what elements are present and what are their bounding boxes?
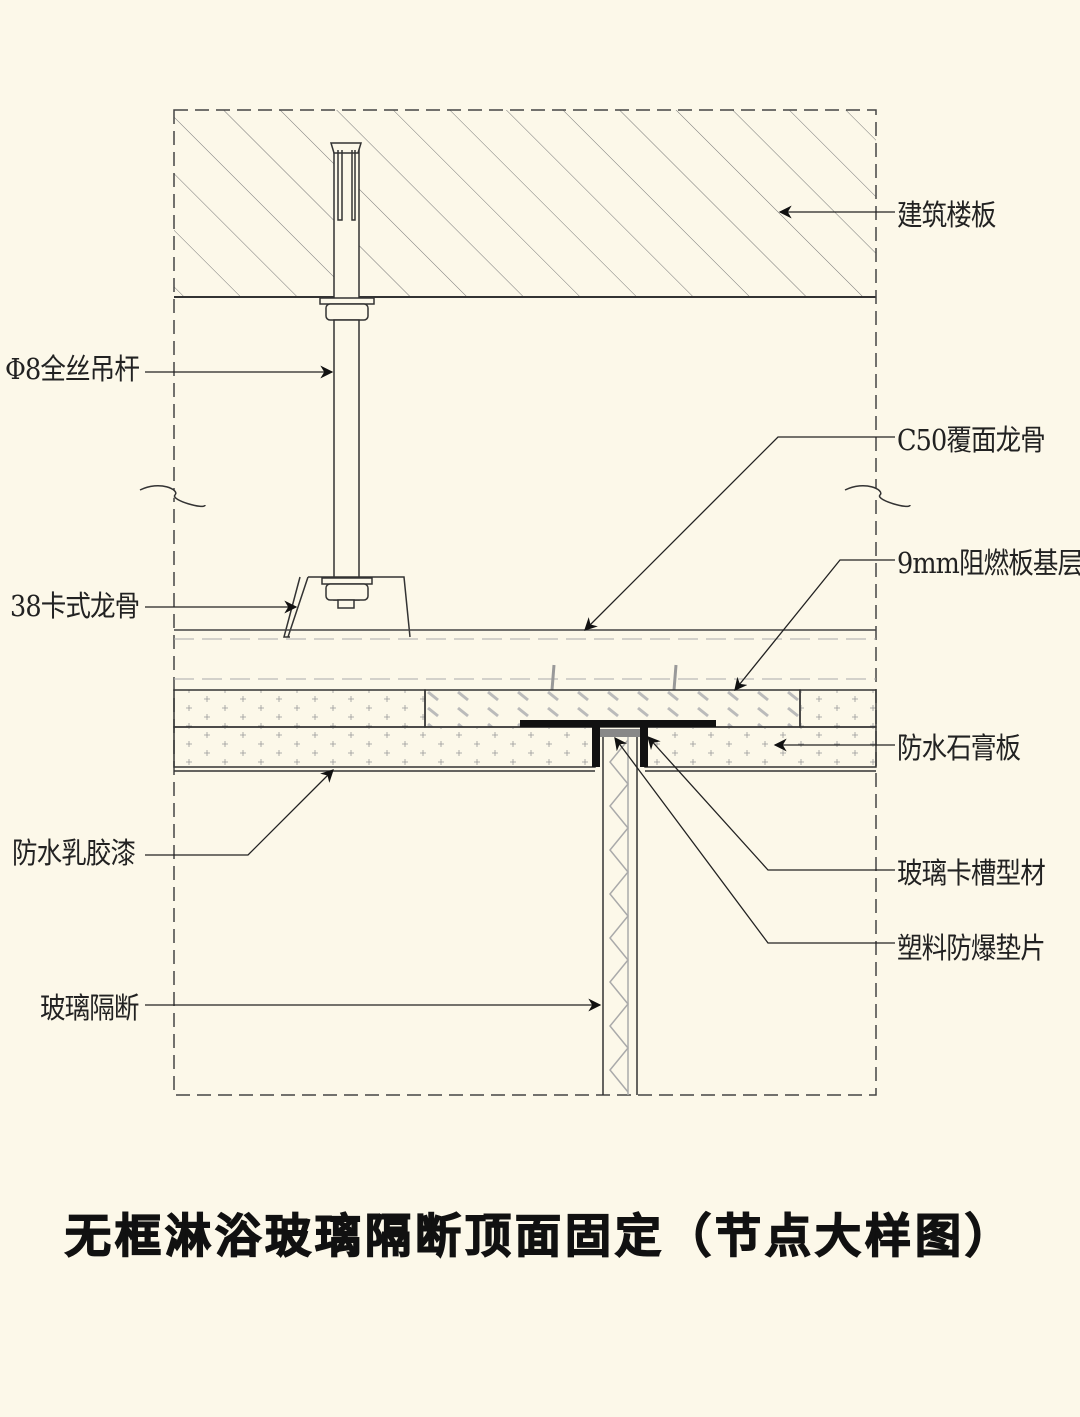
threaded-rod — [283, 142, 411, 638]
label-rod: Φ8全丝吊杆 — [5, 352, 140, 386]
label-c50: C50覆面龙骨 — [897, 423, 1046, 457]
glass-channel-profile — [520, 720, 716, 767]
label-floor-slab: 建筑楼板 — [897, 198, 996, 232]
label-gypsum: 防水石膏板 — [897, 731, 1021, 765]
drawing-title: 无框淋浴玻璃隔断顶面固定（节点大样图） — [64, 1208, 1015, 1264]
label-glass-channel: 玻璃卡槽型材 — [897, 856, 1046, 890]
c50-keel-layer — [174, 629, 876, 691]
boundary — [173, 109, 877, 1096]
floor-slab — [174, 110, 876, 298]
label-keel38: 38卡式龙骨 — [10, 589, 140, 623]
label-gasket: 塑料防爆垫片 — [897, 931, 1046, 965]
label-latex-paint: 防水乳胶漆 — [12, 836, 136, 870]
label-glass: 玻璃隔断 — [40, 991, 139, 1025]
break-symbol-left — [139, 485, 206, 507]
gypsum-boards — [173, 689, 877, 772]
leader-lines — [145, 205, 895, 1012]
glass-panel — [602, 737, 638, 1095]
break-symbol-right — [844, 485, 911, 507]
label-fireboard: 9mm阻燃板基层 — [897, 546, 1080, 580]
